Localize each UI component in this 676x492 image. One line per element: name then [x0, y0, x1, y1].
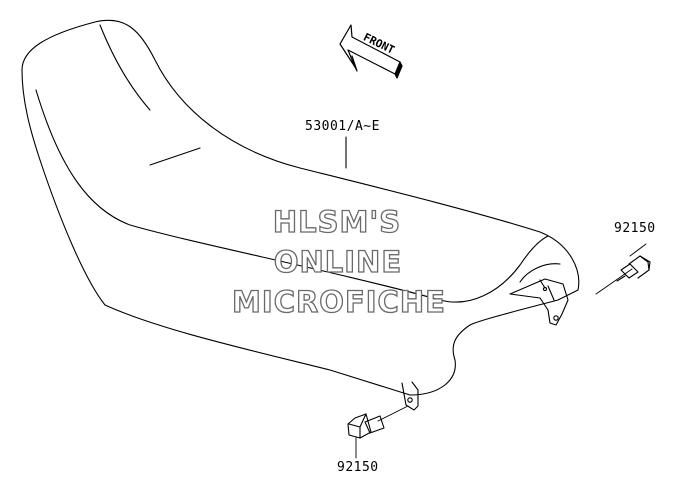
right-bolt-part-number[interactable]: 92150	[614, 221, 656, 236]
watermark-line-3: MICROFICHE	[231, 284, 446, 319]
seat-part-number[interactable]: 53001/A~E	[305, 119, 380, 134]
right-bolt-icon	[595, 243, 651, 295]
seat-illustration	[21, 19, 580, 396]
left-bolt-part-number[interactable]: 92150	[337, 460, 379, 475]
front-arrow-icon	[339, 24, 403, 79]
watermark-line-2: ONLINE	[273, 244, 403, 279]
rear-bracket	[509, 278, 569, 326]
left-bolt-icon	[347, 405, 409, 459]
front-bracket	[401, 381, 419, 411]
watermark-line-1: HLSM'S	[272, 204, 402, 239]
